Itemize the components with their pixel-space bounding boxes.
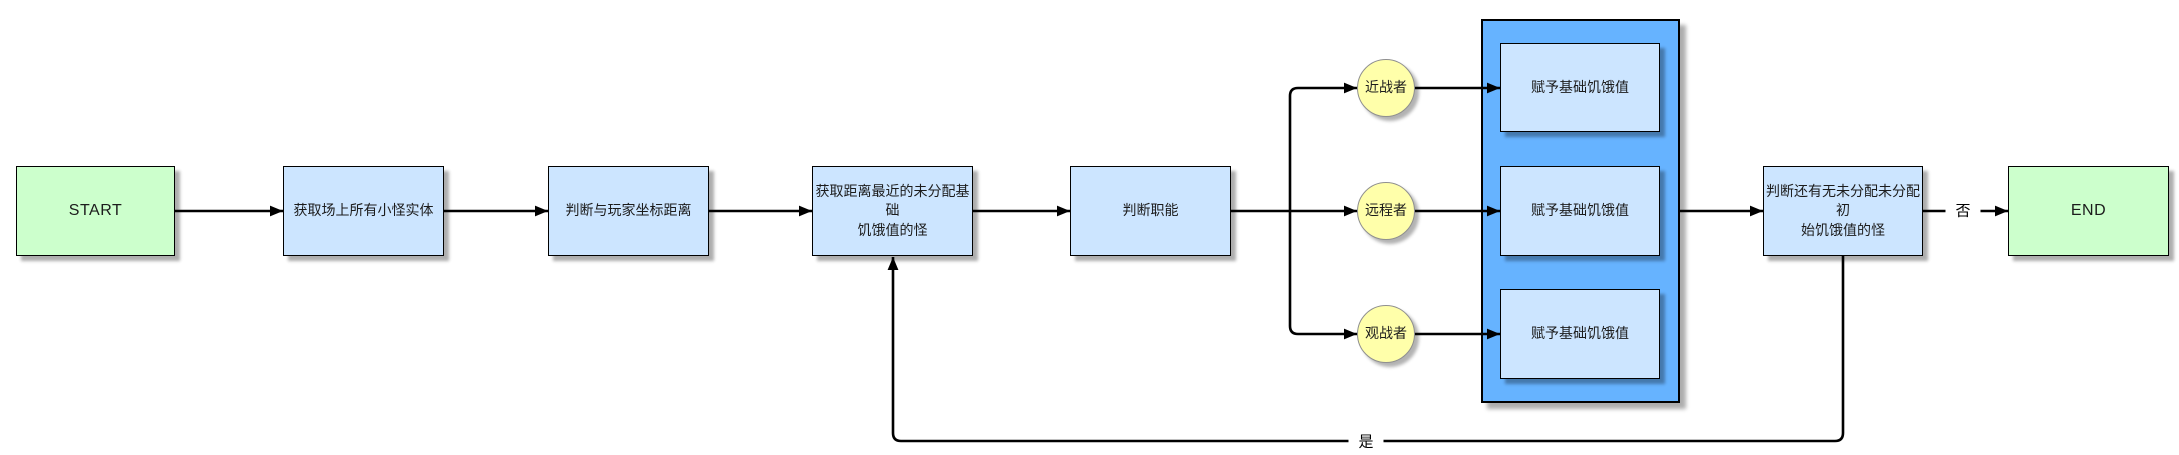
node-role-spectator-label: 观战者 [1365, 325, 1407, 342]
node-role-melee-label: 近战者 [1365, 79, 1407, 96]
node-get-nearest-unassigned-label: 获取距离最近的未分配基础 饥饿值的怪 [815, 182, 970, 238]
node-assign-hunger-spectator: 赋予基础饥饿值 [1500, 289, 1660, 379]
node-assign-hunger-spectator-label: 赋予基础饥饿值 [1531, 325, 1629, 342]
node-judge-player-distance: 判断与玩家坐标距离 [548, 166, 709, 256]
node-start-label: START [68, 201, 123, 219]
node-end-label: END [2070, 201, 2107, 219]
node-judge-player-distance-label: 判断与玩家坐标距离 [565, 202, 692, 219]
node-judge-role-label: 判断职能 [1122, 202, 1179, 219]
node-get-all-mobs: 获取场上所有小怪实体 [283, 166, 444, 256]
edge-judge-role-to-spectator [1288, 211, 1357, 340]
edge-label-no: 否 [1945, 199, 1981, 221]
node-role-melee: 近战者 [1357, 59, 1415, 117]
node-get-all-mobs-label: 获取场上所有小怪实体 [293, 202, 434, 219]
node-assign-hunger-melee-label: 赋予基础饥饿值 [1531, 78, 1629, 95]
node-judge-remaining-label: 判断还有无未分配未分配初 始饥饿值的怪 [1766, 182, 1920, 238]
node-start: START [16, 166, 175, 256]
edge-label-yes: 是 [1348, 430, 1384, 452]
node-role-ranged-label: 远程者 [1365, 202, 1407, 219]
edge-judge-role-to-melee [1288, 82, 1357, 211]
node-role-spectator: 观战者 [1357, 305, 1415, 363]
node-assign-hunger-ranged-label: 赋予基础饥饿值 [1531, 202, 1629, 219]
node-judge-role: 判断职能 [1070, 166, 1231, 256]
node-assign-hunger-melee: 赋予基础饥饿值 [1500, 43, 1660, 132]
node-assign-hunger-ranged: 赋予基础饥饿值 [1500, 166, 1660, 256]
node-role-ranged: 远程者 [1357, 182, 1415, 240]
node-judge-remaining: 判断还有无未分配未分配初 始饥饿值的怪 [1763, 166, 1923, 256]
node-get-nearest-unassigned: 获取距离最近的未分配基础 饥饿值的怪 [812, 166, 973, 256]
node-end: END [2008, 166, 2169, 256]
